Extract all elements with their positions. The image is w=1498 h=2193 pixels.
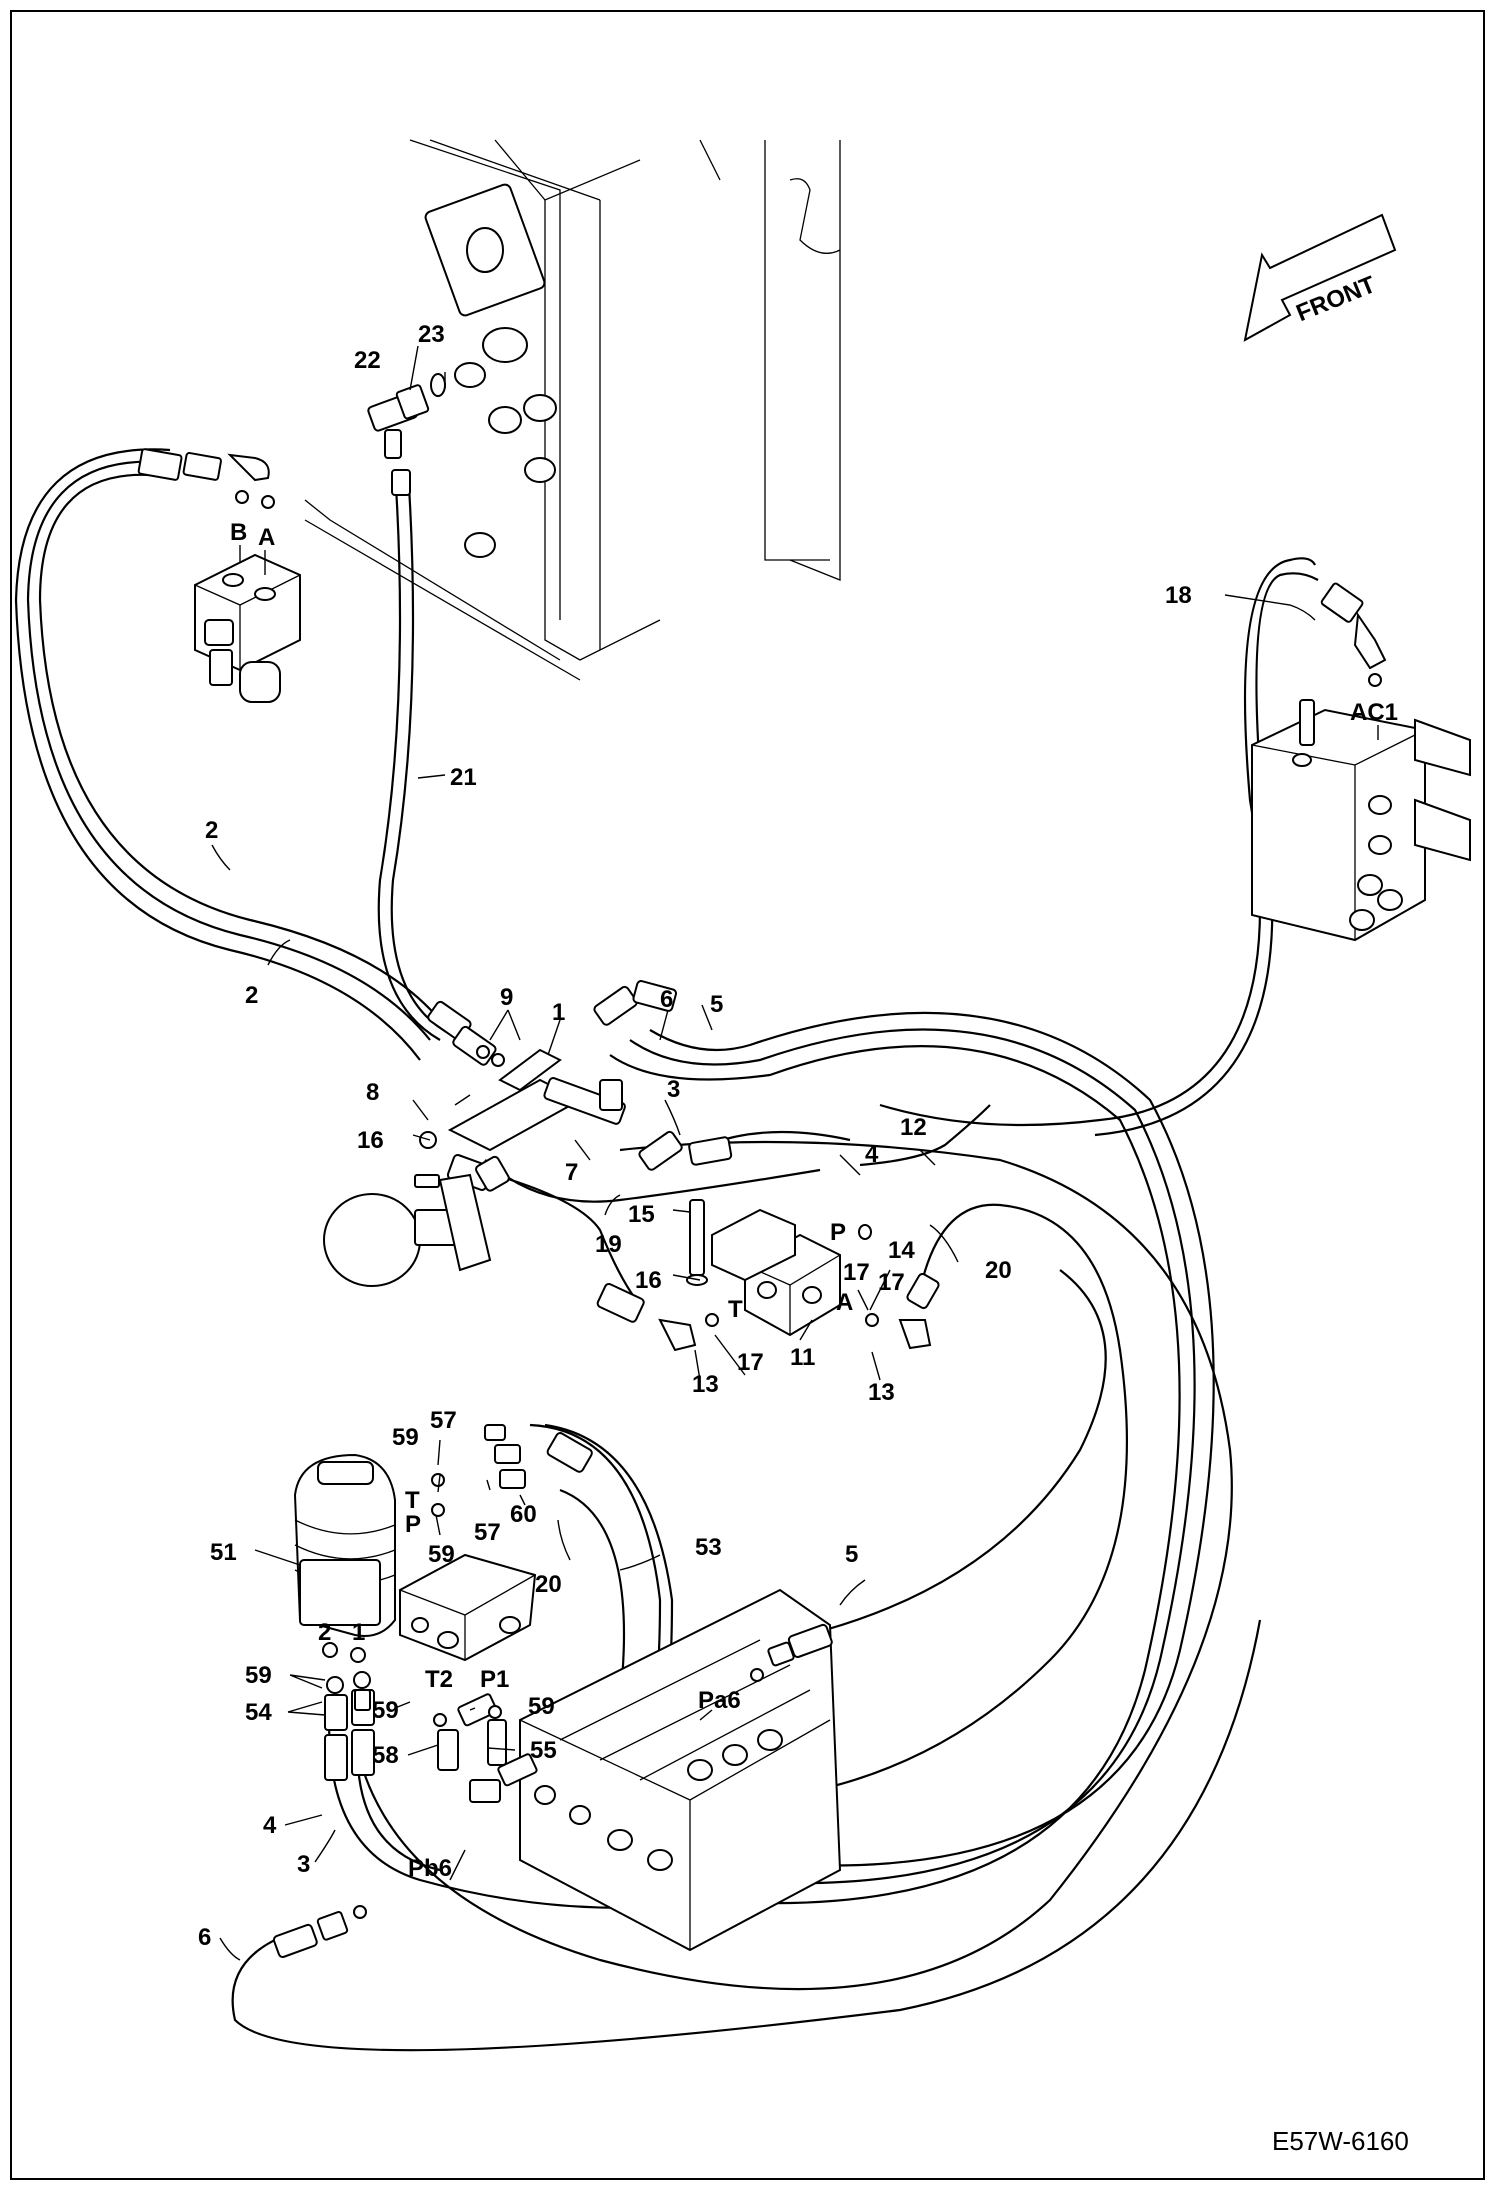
callout-3b: 3 (297, 1851, 310, 1878)
callout-20b: 20 (535, 1571, 562, 1598)
callout-59b: 59 (428, 1541, 455, 1568)
callout-20a: 20 (985, 1257, 1012, 1284)
front-arrow: FRONT (1243, 213, 1397, 342)
callout-13b: 13 (868, 1379, 895, 1406)
callout-16b: 16 (635, 1267, 662, 1294)
port-T2: T2 (425, 1666, 453, 1693)
callout-2b: 2 (245, 982, 258, 1009)
callout-21: 21 (450, 764, 477, 791)
pedal-51 (293, 1453, 396, 1663)
fitting-22-23 (367, 373, 446, 496)
callout-59c: 59 (245, 1662, 272, 1689)
callout-15: 15 (628, 1201, 655, 1228)
callout-9: 9 (500, 984, 513, 1011)
callout-57a: 57 (430, 1407, 457, 1434)
right-valve-block (1251, 582, 1471, 942)
port-B: B (230, 519, 247, 546)
callout-6b: 6 (198, 1924, 211, 1951)
block-p1-t2 (399, 1553, 537, 1662)
callout-labels: 23 22 B A 18 AC1 21 2 2 9 1 6 5 8 16 7 3… (198, 321, 1398, 1951)
callout-3a: 3 (667, 1076, 680, 1103)
port-A2: A (836, 1289, 853, 1316)
port-T: T (728, 1296, 743, 1323)
manifold-area (323, 980, 733, 1287)
callout-59d: 59 (372, 1697, 399, 1724)
pedal-valve (137, 448, 301, 703)
port-Pb6: Pb6 (408, 1855, 452, 1882)
port-T1: T (405, 1487, 420, 1514)
callout-19: 19 (595, 1231, 622, 1258)
callout-8: 8 (366, 1079, 379, 1106)
callout-17a: 17 (843, 1259, 870, 1286)
port-Pa6: Pa6 (698, 1687, 741, 1714)
drawing-id: E57W-6160 (1272, 2126, 1409, 2156)
callout-16a: 16 (357, 1127, 384, 1154)
callout-4b: 4 (263, 1812, 277, 1839)
callout-53: 53 (695, 1534, 722, 1561)
callout-22: 22 (354, 347, 381, 374)
machine-frame (304, 139, 841, 681)
leader-lines (211, 345, 1379, 1961)
callout-13a: 13 (692, 1371, 719, 1398)
callout-1: 1 (552, 999, 565, 1026)
valve-block-11 (596, 1199, 940, 1352)
callout-54: 54 (245, 1699, 272, 1726)
drawing-frame (10, 10, 1485, 2180)
callout-6a: 6 (660, 986, 673, 1013)
port-P: P (830, 1219, 846, 1246)
callout-18: 18 (1165, 582, 1192, 609)
callout-59e: 59 (528, 1693, 555, 1720)
callout-5b: 5 (845, 1541, 858, 1568)
callout-55: 55 (530, 1737, 557, 1764)
callout-11: 11 (790, 1344, 815, 1371)
callout-2a: 2 (205, 817, 218, 844)
callout-51: 51 (210, 1539, 237, 1566)
port-A: A (258, 524, 275, 551)
callout-57b: 57 (474, 1519, 501, 1546)
port-2: 2 (318, 1619, 331, 1646)
callout-12: 12 (900, 1114, 927, 1141)
callout-17c: 17 (737, 1349, 764, 1376)
port-P1: P (405, 1511, 421, 1538)
lower-fittings (272, 1424, 833, 1958)
callout-58: 58 (372, 1742, 399, 1769)
port-1: 1 (352, 1619, 365, 1646)
callout-7: 7 (565, 1159, 578, 1186)
callout-4a: 4 (865, 1141, 879, 1168)
callout-59a: 59 (392, 1424, 419, 1451)
callout-17b: 17 (878, 1269, 905, 1296)
port-P1b: P1 (480, 1666, 509, 1693)
port-AC1: AC1 (1350, 699, 1398, 726)
callout-5a: 5 (710, 991, 723, 1018)
callout-23: 23 (418, 321, 445, 348)
callout-60: 60 (510, 1501, 537, 1528)
callout-14: 14 (888, 1237, 915, 1264)
